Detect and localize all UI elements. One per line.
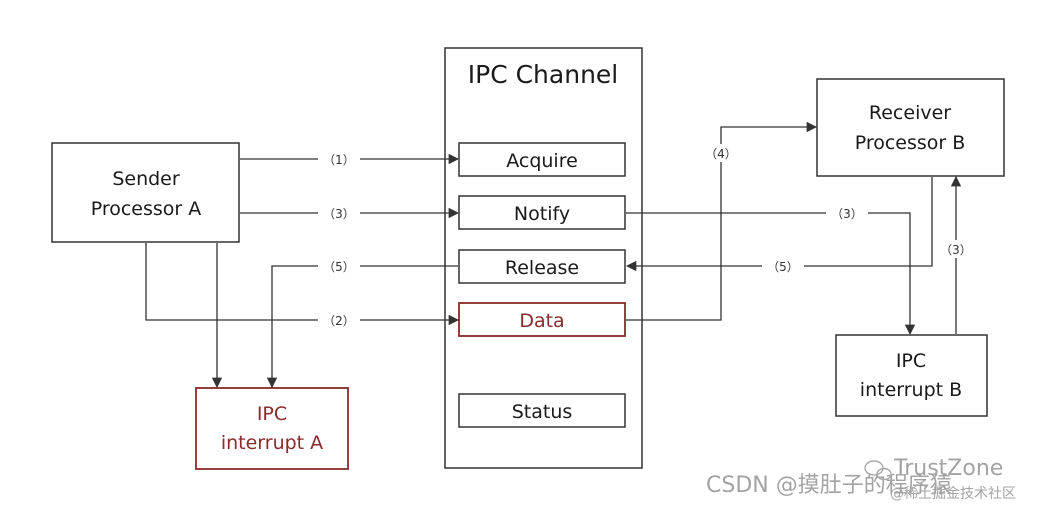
- step-label-irq-b: （3）: [940, 243, 972, 257]
- slot-acquire: Acquire: [458, 142, 626, 177]
- step-label-notify-send: （3）: [323, 207, 355, 221]
- watermark-sub: @稀土掘金技术社区: [890, 486, 1016, 502]
- slot-notify: Notify: [458, 195, 626, 230]
- wechat-icon: [864, 460, 892, 481]
- ipc-interrupt-a-box: IPC interrupt A: [195, 387, 349, 470]
- step-label-data-send: （2）: [323, 314, 355, 328]
- step-label-release-recv: （5）: [767, 260, 799, 274]
- receiver-processor-box: Receiver Processor B: [816, 78, 1005, 177]
- slot-data-label: Data: [519, 310, 564, 332]
- receiver-line1: Receiver: [869, 102, 951, 124]
- sender-line2: Processor A: [91, 198, 202, 220]
- step-label-data-recv: （4）: [705, 147, 737, 161]
- slot-acquire-label: Acquire: [506, 150, 578, 172]
- watermark-text: CSDN @摸肚子的程序猿: [706, 473, 952, 498]
- step-label-acquire: （1）: [323, 153, 355, 167]
- sender-processor-box: Sender Processor A: [51, 142, 240, 243]
- slot-data: Data: [458, 302, 626, 337]
- slot-notify-label: Notify: [514, 203, 570, 225]
- sender-line1: Sender: [112, 168, 180, 190]
- arrow-sender-notify: （3）: [240, 204, 460, 222]
- arrow-data-to-receiver: （4）: [626, 121, 818, 321]
- step-label-notify-recv: （3）: [831, 207, 863, 221]
- interrupt-b-line2: interrupt B: [860, 379, 962, 401]
- ipc-channel-title: IPC Channel: [468, 60, 619, 89]
- slot-status-label: Status: [512, 401, 573, 423]
- arrow-notify-to-interrupt-b: （3）: [626, 204, 916, 336]
- interrupt-a-line2: interrupt A: [221, 432, 323, 454]
- slot-release-label: Release: [505, 257, 579, 279]
- interrupt-b-line1: IPC: [896, 350, 926, 372]
- ipc-channel: IPC Channel Acquire Notify Release Data …: [444, 47, 643, 469]
- arrow-sender-data: （2）: [145, 243, 460, 329]
- ipc-interrupt-b-box: IPC interrupt B: [835, 334, 988, 417]
- slot-status: Status: [458, 393, 626, 428]
- arrow-release-to-interrupt-a: （5）: [266, 257, 458, 389]
- step-label-release-send: （5）: [323, 260, 355, 274]
- interrupt-a-line1: IPC: [257, 403, 287, 425]
- arrow-receiver-to-release: （5）: [625, 177, 933, 275]
- arrow-sender-acquire: （1）: [240, 150, 460, 168]
- watermark-brand: TrustZone: [893, 456, 1003, 481]
- slot-release: Release: [458, 249, 626, 284]
- receiver-line2: Processor B: [855, 132, 966, 154]
- arrow-interrupt-b-to-receiver: （3）: [938, 175, 974, 334]
- watermark: CSDN @摸肚子的程序猿 TrustZone @稀土掘金技术社区: [706, 456, 1016, 502]
